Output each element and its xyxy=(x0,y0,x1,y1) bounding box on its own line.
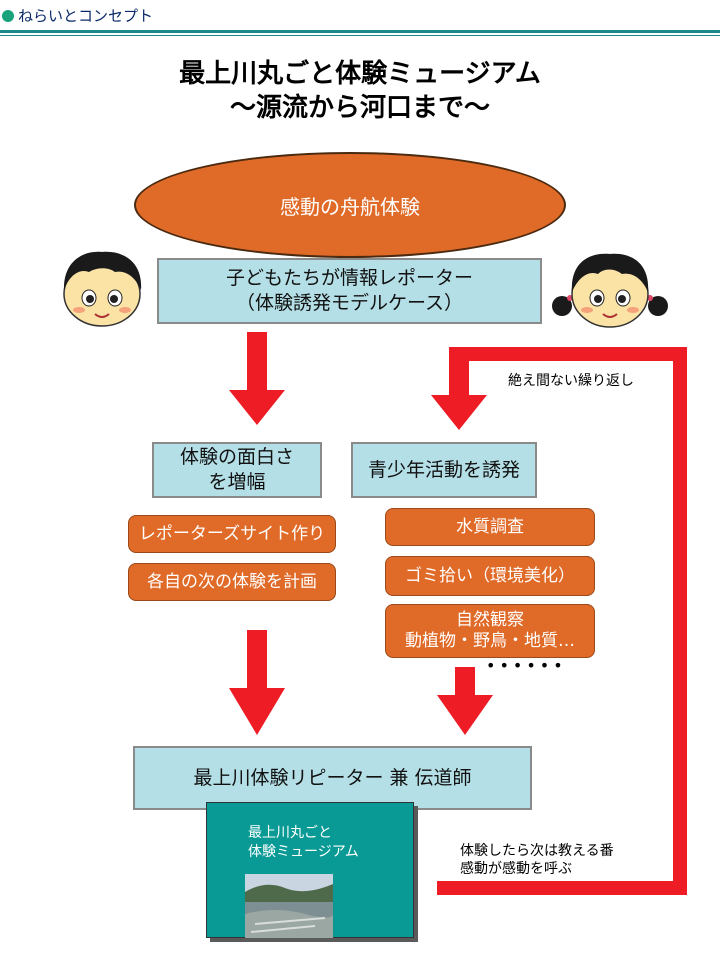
boy-face-icon xyxy=(63,251,142,327)
loop-line-bottom xyxy=(437,881,687,895)
section-header: ねらいとコンセプト xyxy=(0,5,153,26)
fun-amplify-line1: 体験の面白さ xyxy=(179,446,294,468)
arrow-shaft-left-upper xyxy=(247,332,267,392)
bullet-dot-icon xyxy=(2,10,14,22)
arrow-head-right-lower xyxy=(437,695,493,735)
list-item: ゴミ拾い（環境美化） xyxy=(385,556,595,596)
nature-observation-line2: 動植物・野鳥・地質… xyxy=(405,631,575,651)
list-item: 各自の次の体験を計画 xyxy=(128,563,336,601)
page-subtitle: 〜源流から河口まで〜 xyxy=(229,93,490,123)
header-divider-thin xyxy=(0,35,720,36)
next-plan-label: 各自の次の体験を計画 xyxy=(147,571,317,592)
arrow-head-left-upper xyxy=(229,390,285,425)
garbage-pickup-label: ゴミ拾い（環境美化） xyxy=(405,565,575,586)
loop-line-top xyxy=(449,347,687,361)
arrow-shaft-left-lower xyxy=(247,630,267,690)
fun-amplify-line2: を増幅 xyxy=(208,471,266,493)
reporter-box-line1: 子どもたちが情報レポーター xyxy=(225,267,473,289)
nature-observation-line1: 自然観察 xyxy=(456,610,524,630)
reporters-site-label: レポーターズサイト作り xyxy=(138,523,326,544)
ellipse-label: 感動の舟航体験 xyxy=(280,194,420,219)
list-item: 自然観察 動植物・野鳥・地質… xyxy=(385,604,595,658)
reporter-box: 子どもたちが情報レポーター （体験誘発モデルケース） xyxy=(157,258,542,324)
side-note: 体験したら次は教える番 感動が感動を呼ぶ xyxy=(460,842,614,878)
fun-amplify-box: 体験の面白さ を増幅 xyxy=(152,442,322,498)
museum-panel-line1: 最上川丸ごと xyxy=(248,825,332,841)
girl-face-icon xyxy=(552,253,668,328)
arrow-head-left-lower xyxy=(229,688,285,735)
river-photo xyxy=(245,874,333,938)
youth-activity-box: 青少年活動を誘発 xyxy=(351,442,537,498)
arrow-shaft-right-lower xyxy=(455,667,475,697)
museum-panel-line2: 体験ミュージアム xyxy=(248,844,359,860)
page-title: 最上川丸ごと体験ミュージアム xyxy=(179,59,541,89)
museum-panel-text: 最上川丸ごと 体験ミュージアム xyxy=(248,824,359,862)
list-item: 水質調査 xyxy=(385,508,595,546)
list-item: レポーターズサイト作り xyxy=(128,515,336,553)
repeater-label: 最上川体験リピーター 兼 伝道師 xyxy=(193,766,472,789)
water-survey-label: 水質調査 xyxy=(456,516,524,537)
loop-line-right xyxy=(673,347,687,895)
repeater-box: 最上川体験リピーター 兼 伝道師 xyxy=(133,746,532,810)
experience-ellipse: 感動の舟航体験 xyxy=(134,152,566,258)
repeat-note: 絶え間ない繰り返し xyxy=(508,373,634,389)
section-label: ねらいとコンセプト xyxy=(18,7,154,25)
arrow-head-loop xyxy=(431,395,487,430)
header-divider xyxy=(0,30,720,33)
reporter-box-line2: （体験誘発モデルケース） xyxy=(235,292,464,314)
side-note-line2: 感動が感動を呼ぶ xyxy=(460,861,572,877)
youth-activity-label: 青少年活動を誘発 xyxy=(367,458,520,481)
side-note-line1: 体験したら次は教える番 xyxy=(460,843,614,859)
ellipsis-dots: •••••• xyxy=(486,656,567,675)
